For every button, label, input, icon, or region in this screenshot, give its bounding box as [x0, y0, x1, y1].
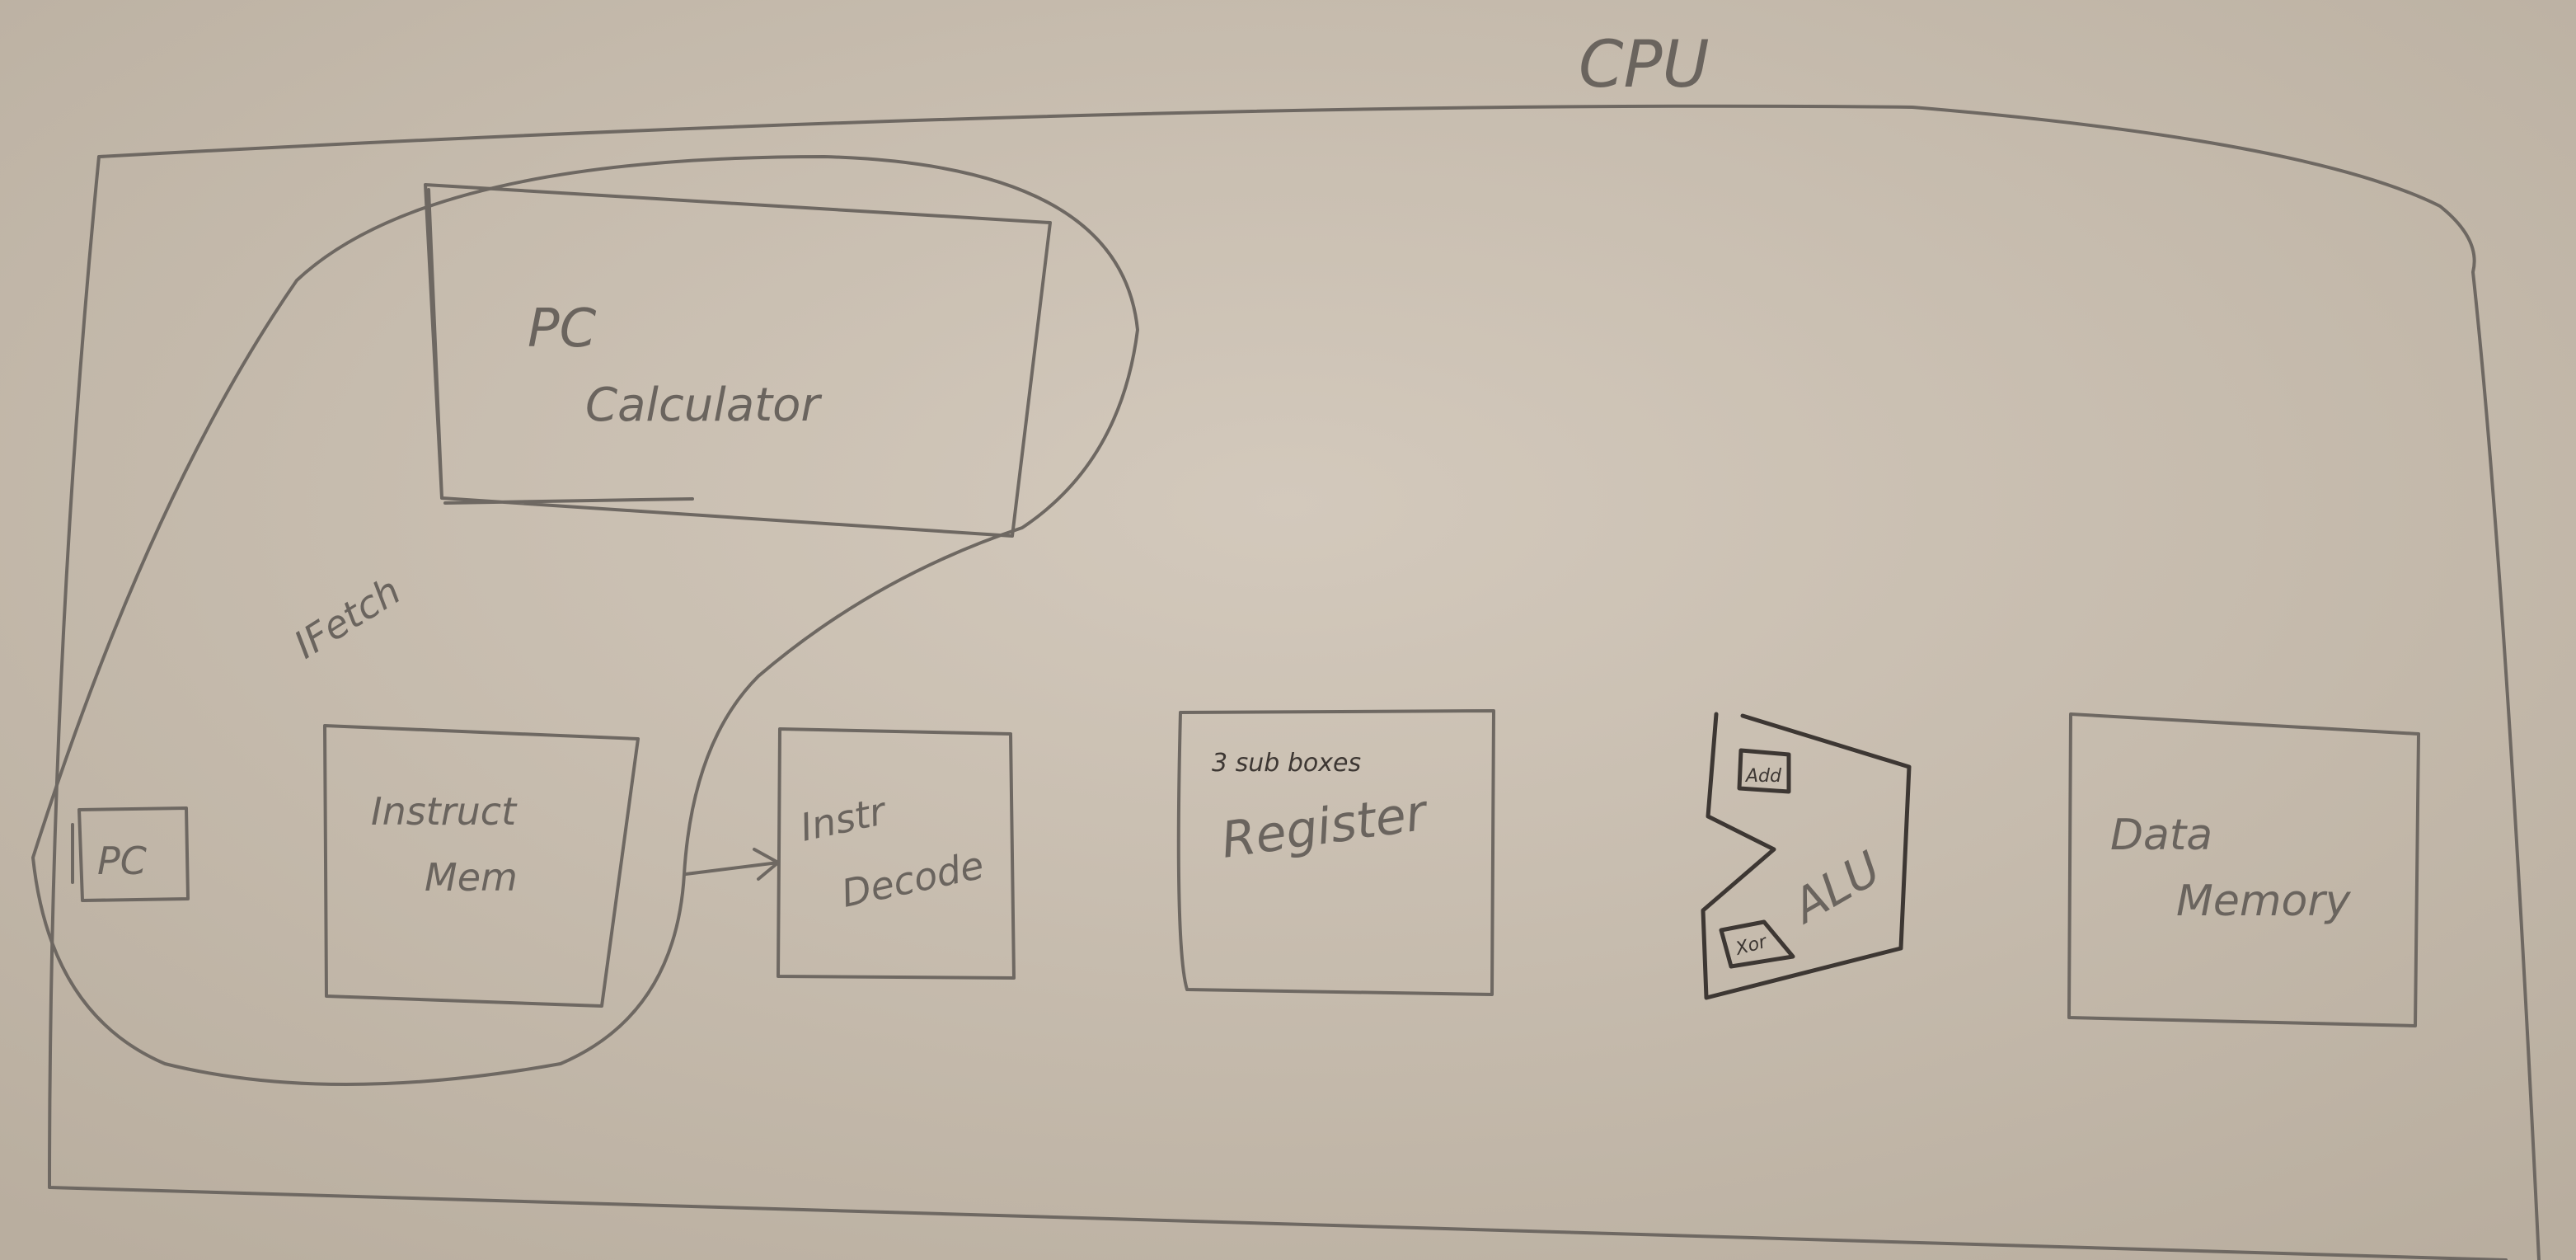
svg-text:Memory: Memory [2176, 877, 2352, 926]
cpu-title: CPU [1579, 28, 1710, 102]
cpu-outer-boundary [48, 104, 2541, 1260]
instruct-mem-block: Instruct Mem [323, 724, 640, 1008]
alu-xor-subbox [1719, 919, 1795, 969]
svg-text:PC: PC [97, 839, 147, 883]
ifetch-region-outline [31, 155, 1139, 1086]
pc-register-block: PC [71, 806, 190, 902]
svg-text:Data: Data [2110, 811, 2212, 860]
alu-add-subbox [1737, 748, 1791, 794]
svg-text:Instruct: Instruct [371, 789, 518, 834]
data-memory-block: Data Memory [2067, 712, 2420, 1027]
svg-text:Mem: Mem [425, 855, 518, 900]
svg-text:PC: PC [528, 299, 597, 360]
svg-text:Add: Add [1744, 766, 1782, 787]
svg-text:Calculator: Calculator [585, 378, 822, 432]
svg-text:3 sub boxes: 3 sub boxes [1212, 749, 1361, 778]
pc-calculator-block: PC Calculator [424, 183, 1052, 538]
